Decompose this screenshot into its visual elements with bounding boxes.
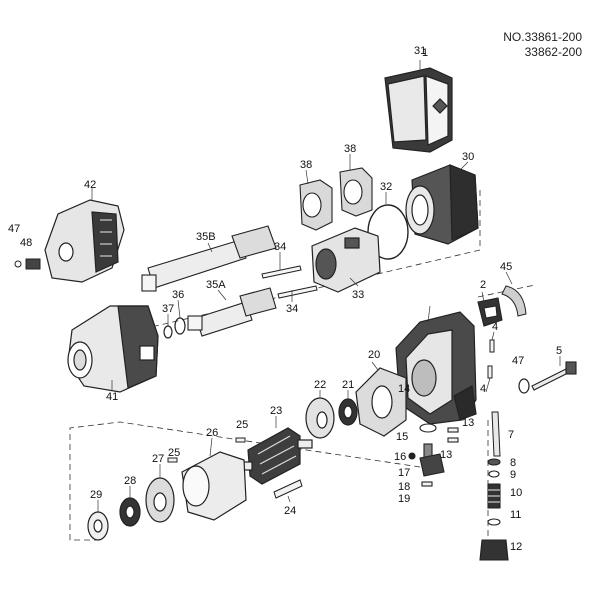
hose-guard-drawing: [501, 285, 527, 317]
part-label: 29: [90, 489, 102, 501]
boot-cover-drawing: [384, 67, 453, 153]
side-handle-drawing: [44, 199, 125, 283]
part-label: 13: [440, 449, 452, 461]
part-label: 5: [556, 345, 562, 357]
part-label: 19: [398, 493, 410, 505]
part-label: 24: [284, 505, 296, 517]
part-label: 21: [342, 379, 354, 391]
front-end-plate-drawing: [145, 477, 175, 523]
part-label: 16: [394, 451, 406, 463]
rear-end-plate-drawing: [305, 397, 335, 439]
part-label: 35B: [196, 231, 216, 243]
part-label: 47: [8, 223, 20, 235]
part-label: 12: [510, 541, 522, 553]
part-label: 13: [462, 417, 474, 429]
rotor-blade-drawing: [273, 479, 303, 499]
front-bearing-drawing: [119, 497, 141, 527]
part-label: 38: [300, 159, 312, 171]
valve-group-drawing: [408, 423, 459, 487]
part-label: 25: [168, 447, 180, 459]
part-label: 47: [512, 355, 524, 367]
hammer-case-drawing: [67, 305, 159, 393]
hammer-case-boot-drawing: [405, 164, 479, 245]
part-label: 10: [510, 487, 522, 499]
part-labels: 1 2 4 4 5 7 8 9 10 11 12 13 13 14 15 16 …: [8, 45, 562, 553]
long-bolt-drawing: [531, 361, 577, 391]
part-label: 27: [152, 453, 164, 465]
rotor-drawing: [239, 427, 313, 485]
part-label: 14: [398, 383, 410, 395]
inlet-group-drawing: [479, 458, 509, 561]
part-label: 2: [480, 279, 486, 291]
part-label: 9: [510, 469, 516, 481]
part-label: 15: [396, 431, 408, 443]
part-label: 45: [500, 261, 512, 273]
throttle-valve-pin-drawing: [491, 411, 501, 457]
leader-lines: [91, 60, 561, 512]
hammer-dog-drawings: [299, 167, 373, 231]
anvil-long-drawing: [141, 225, 277, 292]
part-label: 34: [286, 303, 298, 315]
part-label: 25: [236, 419, 248, 431]
part-label: 4: [480, 383, 486, 395]
part-label: 34: [274, 241, 286, 253]
part-label: 42: [84, 179, 96, 191]
anvil-short-drawing: [187, 287, 277, 337]
model-number-1: NO.33861-200: [503, 30, 582, 44]
handle-screw-drawing: [14, 258, 41, 270]
hammer-frame-drawing: [311, 227, 381, 293]
part-label: 31: [414, 45, 426, 57]
part-label: 28: [124, 475, 136, 487]
washer-47-drawing: [518, 378, 530, 394]
cylinder-drawing: [181, 451, 247, 521]
part-label: 22: [314, 379, 326, 391]
part-label: 8: [510, 457, 516, 469]
part-label: 18: [398, 481, 410, 493]
part-label: 35A: [206, 279, 226, 291]
retaining-ring-drawing: [174, 317, 186, 335]
part-label: 36: [172, 289, 184, 301]
gasket-plate-drawing: [355, 367, 407, 437]
rear-bearing-drawing: [338, 398, 358, 426]
part-label: 17: [398, 467, 410, 479]
part-label: 48: [20, 237, 32, 249]
part-label: 38: [344, 143, 356, 155]
pin-drawings: [487, 339, 495, 379]
hammer-pin-drawings: [261, 265, 318, 299]
part-label: 33: [352, 289, 364, 301]
part-label: 26: [206, 427, 218, 439]
clamp-drawing: [477, 297, 503, 327]
model-numbers: NO.33861-200 33862-200: [503, 30, 582, 60]
part-label: 30: [462, 151, 474, 163]
part-label: 4: [492, 321, 498, 333]
housing-drawing: [395, 311, 477, 425]
part-label: 23: [270, 405, 282, 417]
pin-25-drawings: [167, 437, 246, 463]
part-label: 11: [510, 509, 521, 521]
model-number-2: 33862-200: [524, 45, 582, 59]
part-label: 20: [368, 349, 380, 361]
washer-drawing: [87, 511, 109, 541]
part-label: 41: [106, 391, 118, 403]
part-label: 37: [162, 303, 174, 315]
part-label: 1: [422, 47, 428, 59]
part-label: 32: [380, 181, 392, 193]
part-label: 7: [508, 429, 514, 441]
o-ring-37-drawing: [163, 325, 173, 339]
